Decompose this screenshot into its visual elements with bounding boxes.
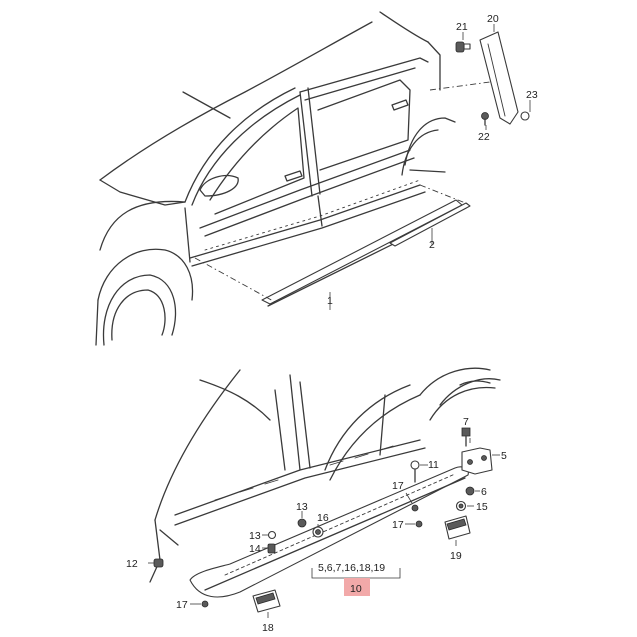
stud-11	[410, 460, 420, 483]
callout-19: 19	[450, 550, 462, 562]
fender-liner-20	[479, 31, 519, 125]
nut-13b	[267, 530, 277, 540]
screw-22	[481, 112, 489, 126]
car-body-lower	[149, 367, 501, 583]
callout-group-label: 5,6,7,16,18,19	[318, 562, 385, 574]
bracket-5	[461, 447, 493, 475]
callout-22: 22	[478, 131, 490, 143]
callout-18: 18	[262, 622, 274, 634]
screw-13a	[297, 518, 307, 528]
callout-17-b: 17	[176, 599, 188, 611]
clip-16	[312, 526, 324, 538]
end-cap-19	[444, 515, 471, 540]
end-cap-18	[252, 589, 281, 613]
callout-6: 6	[481, 486, 487, 498]
callout-13-upper: 13	[296, 501, 308, 513]
screw-17b	[201, 600, 209, 608]
clip-14	[267, 543, 276, 554]
callout-12: 12	[126, 558, 138, 570]
callout-17-c: 17	[392, 519, 404, 531]
callout-1: 1	[327, 295, 333, 307]
callout-13-lower: 13	[249, 530, 261, 542]
sill-trim-2	[389, 202, 471, 247]
screw-7	[461, 427, 471, 447]
callout-23: 23	[526, 89, 538, 101]
callout-2: 2	[429, 239, 435, 251]
clip-12	[153, 558, 164, 568]
screw-17a	[411, 504, 419, 512]
callout-11: 11	[428, 459, 439, 471]
highlight-box	[344, 578, 370, 596]
clip-6	[465, 486, 475, 496]
callout-5: 5	[501, 450, 507, 462]
nut-23	[520, 111, 530, 121]
callout-15: 15	[476, 501, 488, 513]
callout-17-a: 17	[392, 480, 404, 492]
callout-10: 10	[350, 583, 362, 595]
sill-panel-10	[189, 466, 469, 598]
car-body-upper	[95, 11, 456, 346]
screw-17c	[415, 520, 423, 528]
callout-16: 16	[317, 512, 329, 524]
clip-21	[455, 41, 471, 53]
callout-20: 20	[487, 13, 499, 25]
callout-21: 21	[456, 21, 468, 33]
callout-7: 7	[463, 416, 469, 428]
callout-14: 14	[249, 543, 261, 555]
sill-panel-1	[261, 199, 467, 307]
clip-15	[455, 500, 467, 512]
